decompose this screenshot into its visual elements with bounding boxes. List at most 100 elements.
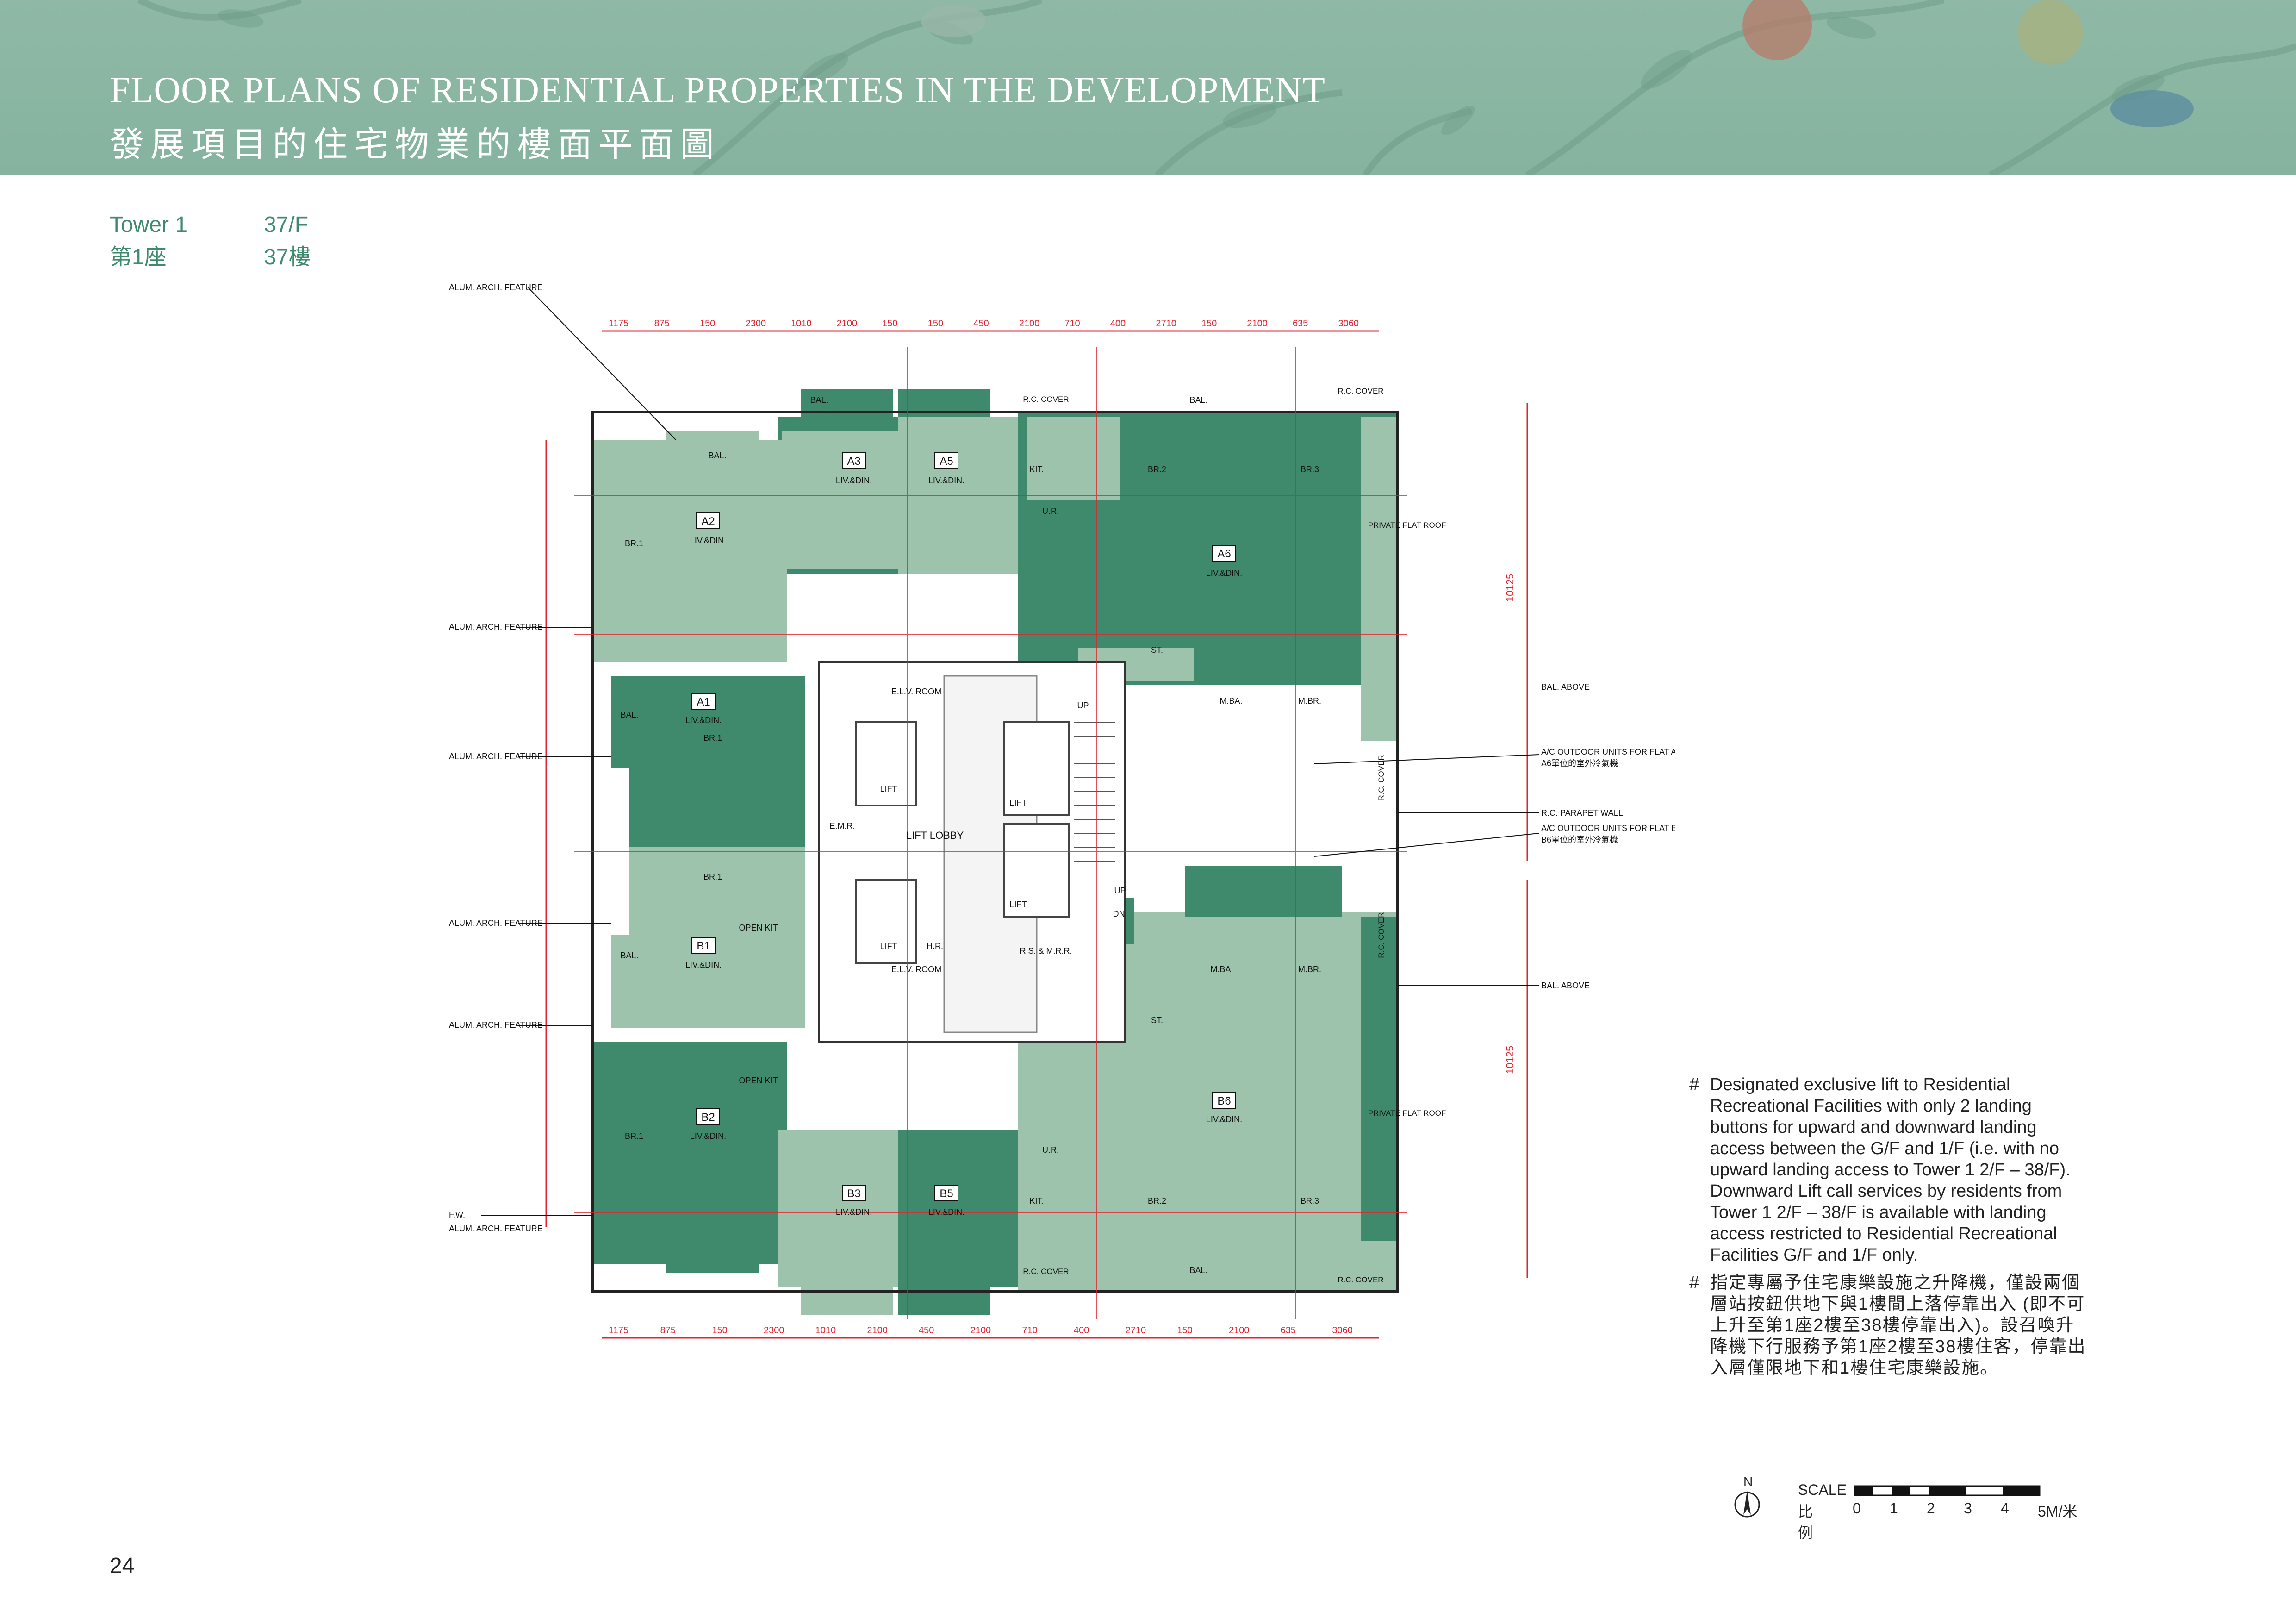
botanical-pattern [137,0,2296,175]
room-label: BR.3 [1300,465,1319,474]
note-text: Designated exclusive lift to Residential… [1710,1075,2071,1265]
hose-reel-label: H.R. [927,942,943,951]
unit-label-b6: B6 [1217,1095,1231,1107]
dimension-value: 2100 [1247,319,1268,329]
dimension-value: 150 [712,1325,727,1336]
unit-b2-area [592,1042,787,1273]
rc-cover-label: R.C. COVER [1377,755,1386,800]
scale-tick: 0 [1853,1500,1861,1517]
dimension-grid [574,347,1407,1319]
room-label: OPEN KIT. [739,1076,779,1085]
scale-tick: 3 [1964,1500,1972,1517]
room-label: BAL. [810,395,828,405]
stair-treads [1074,722,1115,862]
room-label: U.R. [1042,506,1059,516]
lift-label: LIFT [880,784,897,793]
dimension-value: 2710 [1156,319,1176,329]
notes-panel: # Designated exclusive lift to Residenti… [1689,1074,2092,1383]
unit-label-b3: B3 [847,1187,860,1200]
rc-cover-label: R.C. COVER [1338,1275,1383,1284]
dimension-value: 150 [1201,319,1217,329]
room-label: LIV.&DIN. [685,716,722,725]
callout-ac-b6-zh: B6單位的室外冷氣機 [1541,835,1618,844]
up-label: UP [1114,886,1126,895]
room-label: BR.2 [1148,1196,1166,1206]
fruit-decoration [1742,0,2083,65]
rc-cover-label: R.C. COVER [1023,395,1069,404]
room-label: BAL. [708,451,726,460]
note-mark: # [1689,1075,1699,1094]
dimension-value: 3060 [1338,319,1359,329]
dimension-value: 150 [882,319,897,329]
core-area [818,661,1126,1043]
unit-label-b5: B5 [940,1187,953,1200]
page-number: 24 [110,1554,135,1578]
unit-label-b2: B2 [701,1111,715,1124]
dimension-value: 2100 [1019,319,1040,329]
room-label: BR.1 [703,733,722,743]
right-callouts: BAL. ABOVE A/C OUTDOOR UNITS FOR FLAT A6… [1314,682,1675,990]
page-title-zh: 發展項目的住宅物業的樓面平面圖 [110,125,721,164]
unit-label-a5: A5 [940,455,953,468]
unit-label-b1: B1 [697,940,710,952]
callout-alum: ALUM. ARCH. FEATURE [449,1224,543,1233]
unit-b1-area [611,847,805,1028]
dimension-value: 1010 [815,1325,836,1336]
room-label: BR.1 [625,1131,643,1141]
room-label: LIV.&DIN. [836,1207,872,1217]
callout-alum: ALUM. ARCH. FEATURE [449,1020,543,1030]
elv-room-label: E.L.V. ROOM [891,687,941,696]
room-label: BR.1 [703,872,722,881]
unit-label-a6: A6 [1217,548,1231,560]
rs-mrr-label: R.S. & M.R.R. [1020,946,1072,956]
lift-label: LIFT [880,942,897,951]
note-zh: # 指定專屬予住宅康樂設施之升降機，僅設兩個層站按鈕供地下與1樓間上落停靠出入 … [1689,1272,2092,1379]
floor-label-en: 37/F [264,212,309,237]
scale-bar-graphic [1854,1485,2041,1496]
dimension-value: 400 [1110,319,1126,329]
unit-label-a2: A2 [701,515,715,528]
callout-alum: ALUM. ARCH. FEATURE [449,283,543,292]
room-label: LIV.&DIN. [690,1131,726,1141]
dimension-value: 150 [928,319,943,329]
room-label: U.R. [1042,1145,1059,1155]
dim-right-bottom: 10125 [1504,1046,1516,1074]
dimension-value: 400 [1074,1325,1089,1336]
emr-label: E.M.R. [829,821,855,831]
dimension-value: 710 [1064,319,1080,329]
dimension-value: 1175 [609,1325,628,1336]
room-label: BAL. [1189,1266,1207,1275]
scale-tick: 4 [2001,1500,2009,1517]
callout-ac-a6-zh: A6單位的室外冷氣機 [1541,759,1618,768]
callout-parapet: R.C. PARAPET WALL [1541,808,1623,818]
dimension-value: 450 [973,319,989,329]
floor-label-zh: 37樓 [264,245,311,269]
bird-decoration [921,5,2194,127]
dimension-value: 2300 [746,319,766,329]
dimension-chain-right: 10125 10125 [1504,403,1528,1278]
room-label: LIV.&DIN. [1206,568,1242,578]
callout-ac-a6: A/C OUTDOOR UNITS FOR FLAT A6 [1541,747,1675,756]
dimension-value: 635 [1281,1325,1296,1336]
dimension-value: 2710 [1126,1325,1146,1336]
dimension-value: 150 [700,319,715,329]
room-label: KIT. [1029,1196,1044,1206]
dimension-value: 635 [1293,319,1308,329]
room-label: M.BA. [1220,696,1242,706]
room-label: BAL. [620,951,638,960]
tower-label-zh: 第1座 [110,245,167,269]
unit-a1-area [611,676,805,856]
callout-ac-b6: A/C OUTDOOR UNITS FOR FLAT B6 [1541,824,1675,833]
private-flat-roof-label: PRIVATE FLAT ROOF [1368,521,1446,530]
dimension-value: 1175 [609,319,628,329]
callout-alum: ALUM. ARCH. FEATURE [449,622,543,631]
left-callouts: ALUM. ARCH. FEATURE ALUM. ARCH. FEATURE … [449,283,676,1233]
callout-alum: ALUM. ARCH. FEATURE [449,918,543,928]
room-label: BR.2 [1148,465,1166,474]
scale-label-en: SCALE [1798,1481,1847,1498]
room-label: KIT. [1029,465,1044,474]
room-label: LIV.&DIN. [690,536,726,545]
room-label: M.BA. [1210,965,1233,974]
